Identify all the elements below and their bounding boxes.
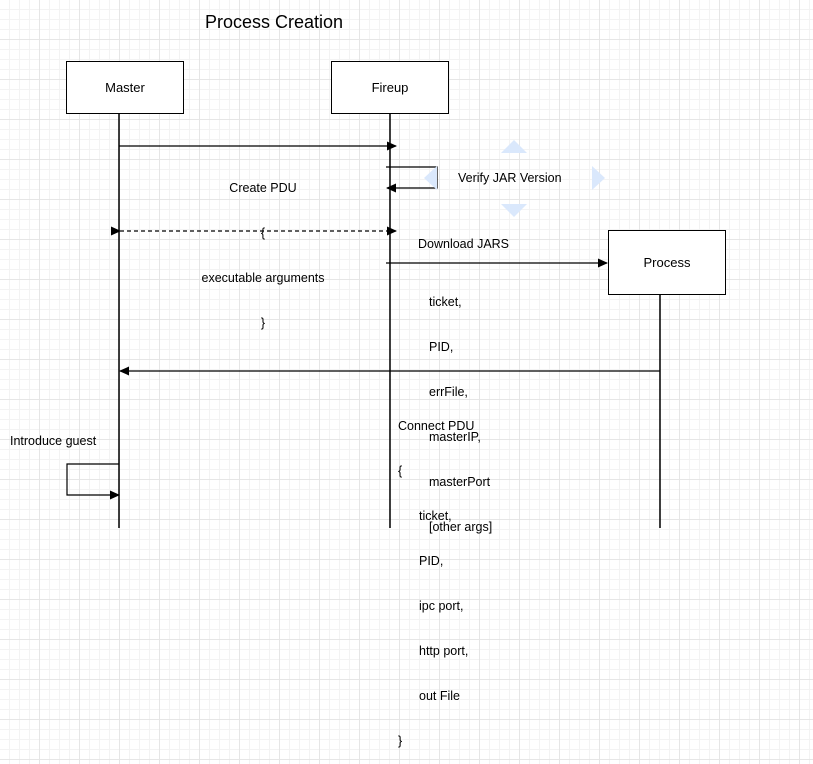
selection-handle-left-icon — [424, 166, 437, 190]
process-participant-box[interactable]: Process — [608, 230, 726, 295]
create-pdu-line: { — [260, 226, 266, 240]
create-pdu-line: } — [260, 316, 266, 330]
download-jars-arg: masterIP, — [429, 430, 481, 444]
selection-handle-up-icon — [501, 140, 527, 153]
diagram-title: Process Creation — [205, 12, 344, 32]
connect-pdu-open-brace: { — [398, 464, 403, 478]
download-jars-args: ticket, PID, errFile, masterIP, masterPo… — [429, 265, 492, 550]
download-jars-arg: [other args] — [429, 520, 493, 534]
introduce-guest-label: Introduce guest — [10, 434, 97, 448]
connect-pdu-item: PID, — [419, 554, 444, 568]
process-participant-label: Process — [643, 255, 691, 270]
connect-pdu-label: Connect PDU { ticket, PID, ipc port, htt… — [398, 389, 474, 764]
introduce-guest-self-arrow[interactable] — [66, 463, 120, 500]
connect-pdu-item: out File — [419, 689, 460, 703]
fireup-participant-box[interactable]: Fireup — [331, 61, 449, 114]
create-pdu-line: executable arguments — [201, 271, 325, 285]
download-jars-label: Download JARS — [418, 237, 510, 251]
selection-handle-down-icon — [501, 204, 527, 217]
connect-pdu-item: http port, — [419, 644, 469, 658]
master-participant-label: Master — [105, 80, 145, 95]
connect-pdu-item: ticket, — [419, 509, 452, 523]
selection-handles[interactable] — [424, 140, 605, 217]
create-pdu-label: Create PDU { executable arguments } — [193, 151, 333, 346]
connect-pdu-item: ipc port, — [419, 599, 464, 613]
selection-handle-right-icon — [592, 166, 605, 190]
download-jars-arg: errFile, — [429, 385, 468, 399]
sequence-diagram-canvas — [66, 114, 661, 528]
master-participant-box[interactable]: Master — [66, 61, 184, 114]
download-jars-arg: ticket, — [429, 295, 462, 309]
fireup-participant-label: Fireup — [371, 80, 409, 95]
create-pdu-line: Create PDU — [229, 181, 297, 195]
verify-jar-label[interactable]: Verify JAR Version — [458, 171, 562, 185]
connect-pdu-header: Connect PDU — [398, 419, 475, 433]
download-jars-arg: PID, — [429, 340, 454, 354]
connect-pdu-close-brace: } — [398, 734, 403, 748]
download-jars-arg: masterPort — [429, 475, 491, 489]
